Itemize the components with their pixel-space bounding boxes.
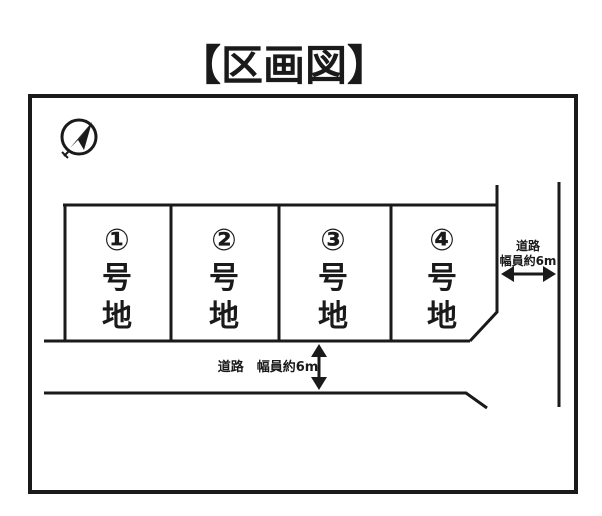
lot-1: ① 号 地 xyxy=(102,223,132,334)
lot-2: ② 号 地 xyxy=(209,223,239,334)
lot-4-line1: 号 xyxy=(427,261,457,296)
outer-frame xyxy=(28,94,578,494)
lot-2-number: ② xyxy=(211,223,236,258)
lot-4: ④ 号 地 xyxy=(427,223,457,334)
lot-3-line2: 地 xyxy=(318,299,348,334)
lot-1-line2: 地 xyxy=(102,299,132,334)
east-road-label-line1: 道路 xyxy=(516,238,541,253)
lot-1-number: ① xyxy=(104,223,129,258)
south-road-label: 道路 幅員約6m xyxy=(218,359,319,375)
south-road-south-edge xyxy=(44,391,488,410)
east-road-width-arrow xyxy=(501,266,556,282)
diagram-title: 【区画図】 xyxy=(179,41,389,90)
south-road-width-arrow xyxy=(311,344,327,390)
lot-3: ③ 号 地 xyxy=(318,223,348,334)
lot-3-number: ③ xyxy=(320,223,345,258)
lot-2-line1: 号 xyxy=(209,261,239,296)
lot-4-line2: 地 xyxy=(427,299,457,334)
lot-2-line2: 地 xyxy=(209,299,239,334)
lot-3-line1: 号 xyxy=(318,261,348,296)
lot-4-number: ④ xyxy=(429,223,454,258)
lot-4-east-boundary xyxy=(468,185,499,343)
lot-1-line1: 号 xyxy=(102,261,132,296)
east-road-label-line2: 幅員約6m xyxy=(500,253,557,268)
compass-north-arrow-icon xyxy=(60,118,98,159)
